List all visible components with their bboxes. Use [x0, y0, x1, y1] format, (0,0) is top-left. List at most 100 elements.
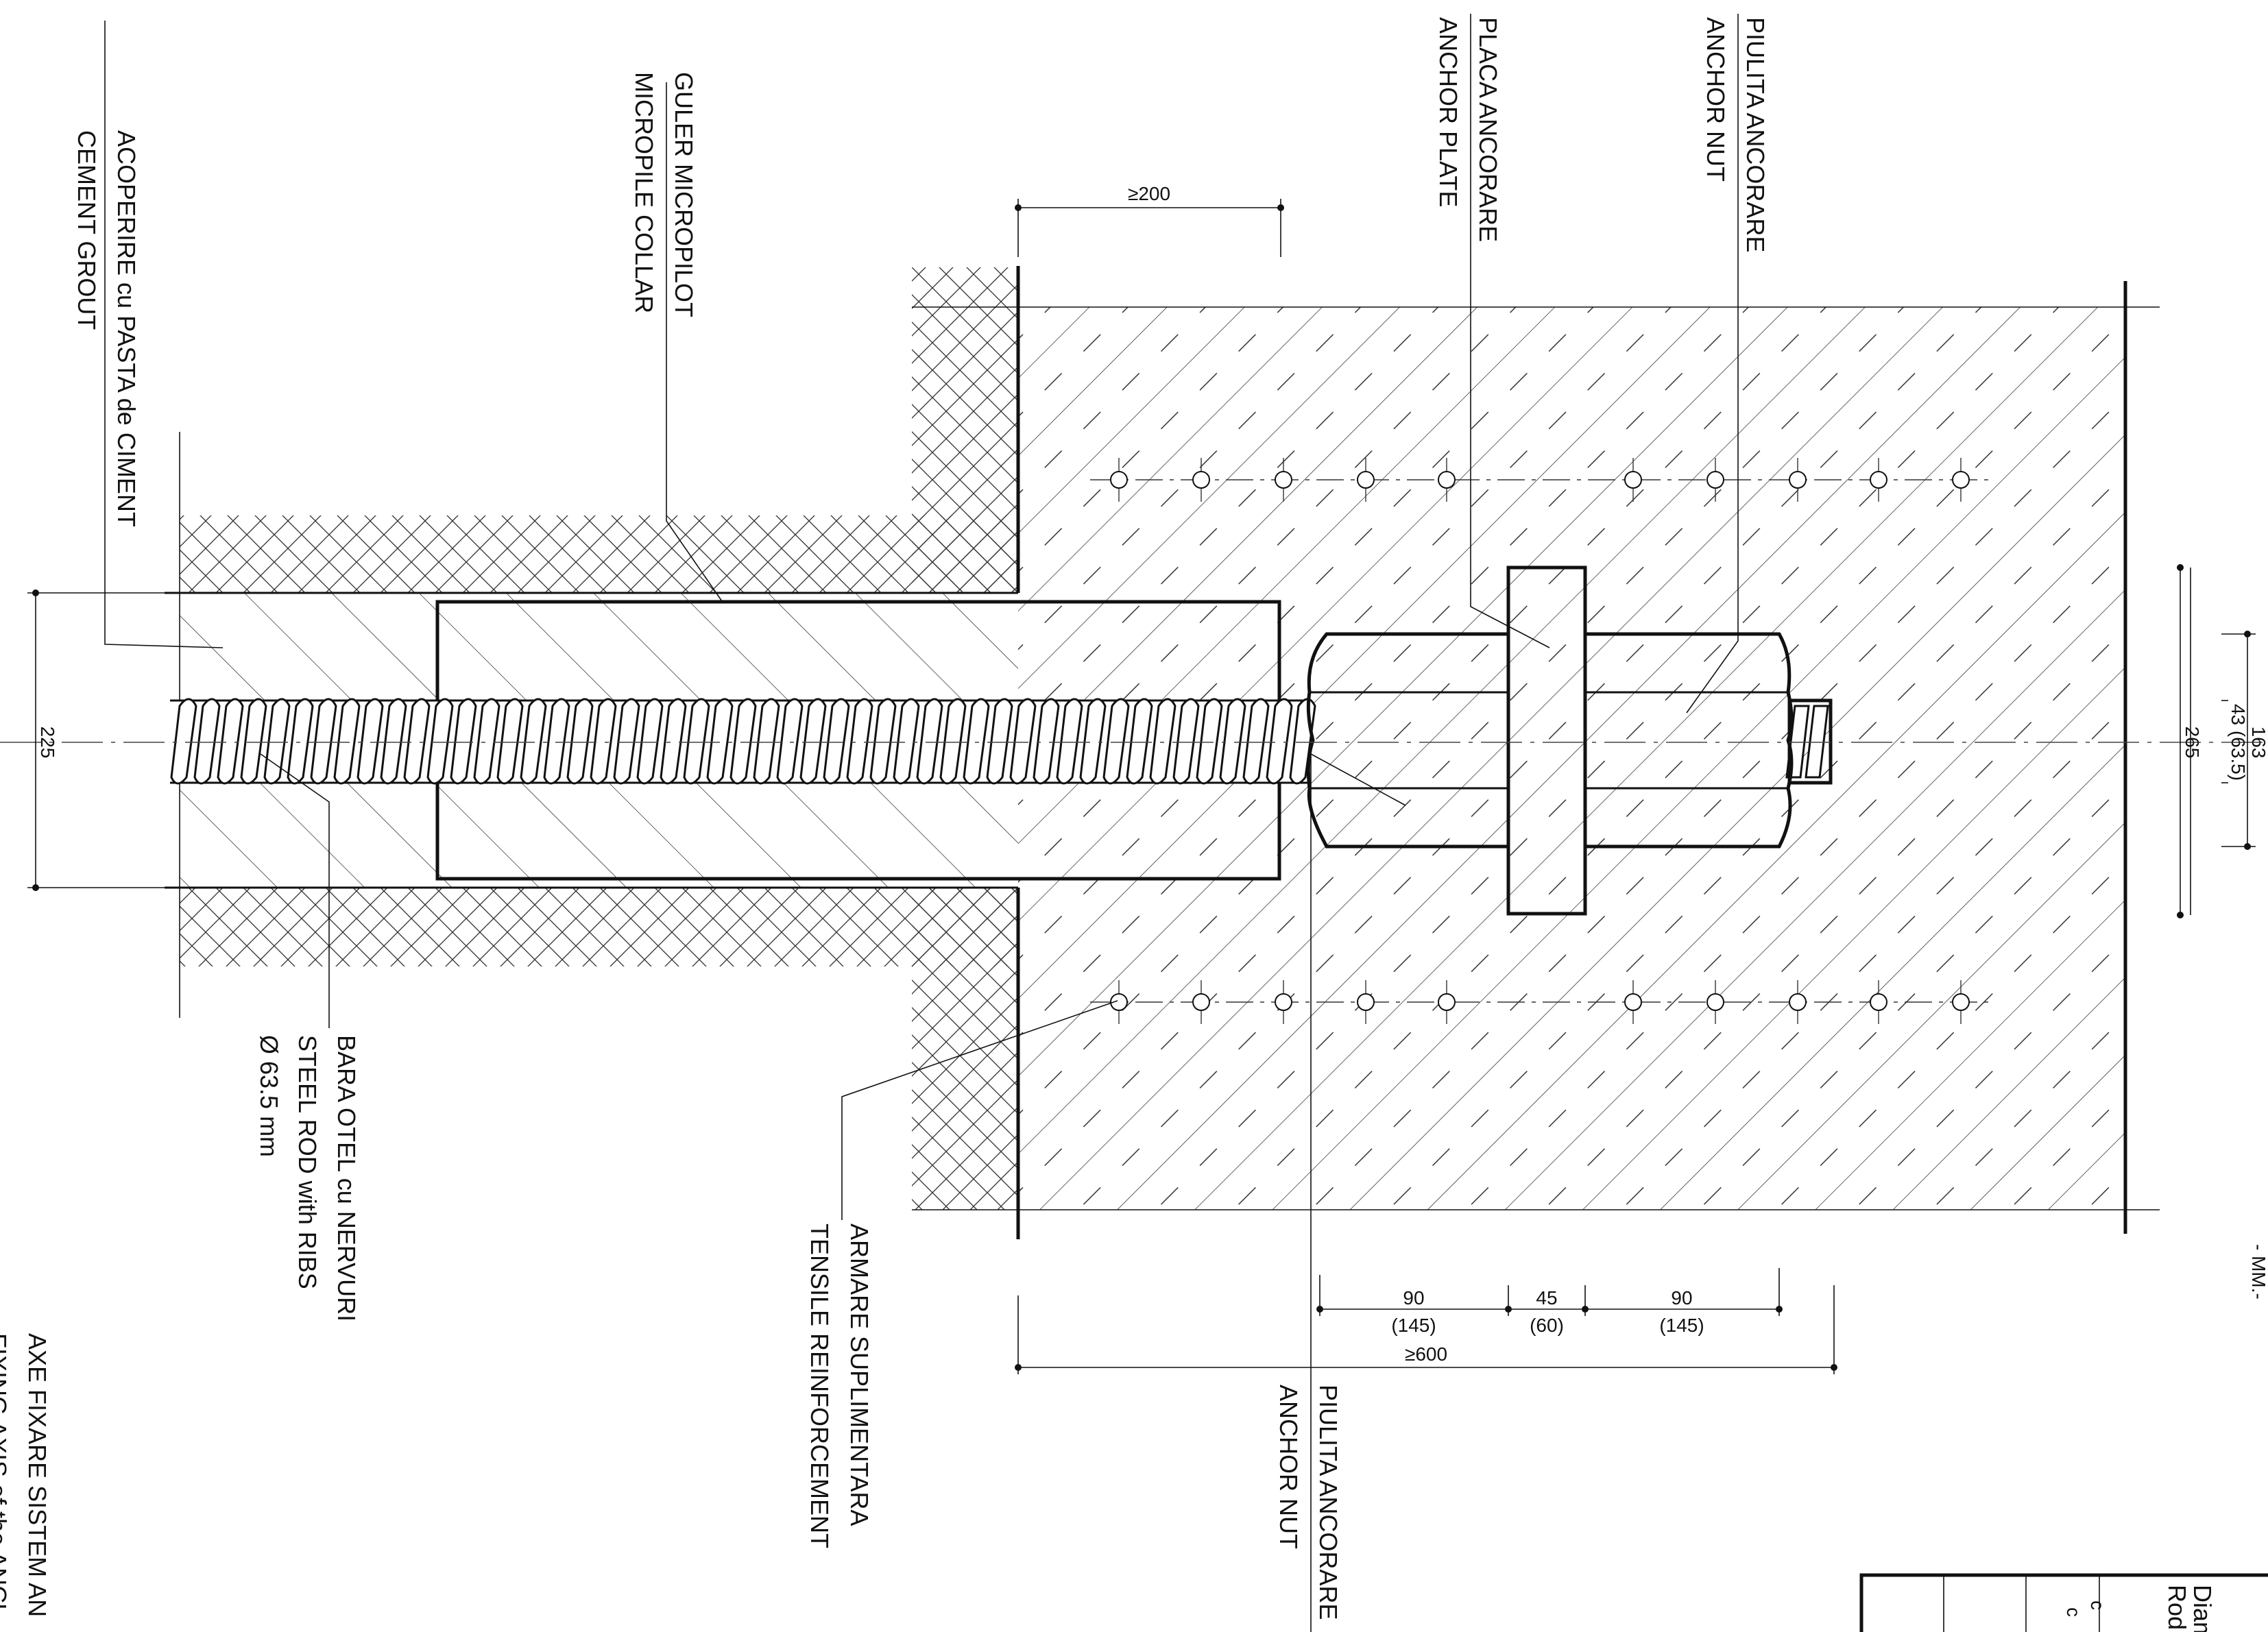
label-units: - MM.- — [2248, 1244, 2268, 1300]
rod-rib — [893, 698, 920, 785]
rod-rib — [1219, 698, 1246, 785]
rod-rib — [1079, 698, 1107, 785]
label-steel-rod-en: STEEL ROD with RIBS — [293, 1035, 322, 1289]
label-cement-grout-en: CEMENT GROUT — [73, 130, 101, 330]
rod-rib — [543, 698, 570, 785]
reinforcement-bar — [1192, 471, 1210, 489]
reinforcement-bar — [1952, 993, 1970, 1011]
rod-rib — [1033, 698, 1060, 785]
label-fixing-axis-ro: AXE FIXARE SISTEM AN — [23, 1333, 51, 1617]
reinforcement-bar — [1789, 993, 1807, 1011]
label-anchor-plate-ro: PLACA ANCORARE — [1474, 17, 1502, 242]
rod-rib — [1242, 698, 1270, 785]
reinforcement-bar — [1706, 993, 1724, 1011]
rod-rib — [520, 698, 547, 785]
dim-265: 265 — [2182, 727, 2203, 759]
rod-rib — [287, 698, 314, 785]
label-fixing-axis-en: FIXING AXIS of the ANCL — [0, 1333, 12, 1617]
reinforcement-bar — [1438, 471, 1456, 489]
rod-rib — [1149, 698, 1177, 785]
rod-rib — [217, 698, 244, 785]
tensile-reinforcement — [1090, 458, 1988, 1024]
rod-rib — [357, 698, 384, 785]
rod-rib — [846, 698, 873, 785]
rod-rib — [1266, 698, 1293, 785]
rod-rib — [799, 698, 827, 785]
rod-rib — [496, 698, 524, 785]
rod-rib — [1172, 698, 1200, 785]
rod-rib — [403, 698, 431, 785]
label-anchor-plate-en: ANCHOR PLATE — [1434, 17, 1462, 207]
rod-rib — [683, 698, 710, 785]
label-reinforcement-ro: ARMARE SUPLIMENTARA — [845, 1223, 873, 1526]
rod-rib — [776, 698, 804, 785]
table-header-1: Diam — [2188, 1585, 2217, 1632]
rod-rib — [916, 698, 943, 785]
rod-rib — [380, 698, 407, 785]
table-header-2: Rod — [2163, 1585, 2191, 1630]
reinforcement-bar — [1438, 993, 1456, 1011]
rod-rib — [660, 698, 687, 785]
table-cell-1: c — [2087, 1600, 2108, 1610]
rod-rib — [706, 698, 734, 785]
dim-90a: 90 — [1403, 1287, 1424, 1308]
rod-rib — [613, 698, 640, 785]
rod-rib — [263, 698, 291, 785]
reinforcement-bar — [1275, 471, 1292, 489]
soil-hatch — [180, 267, 1018, 1210]
rod-rib — [729, 698, 757, 785]
rod-rib — [1102, 698, 1130, 785]
reinforcement-bar — [1275, 993, 1292, 1011]
label-steel-rod-dia: Ø 63.5 mm — [255, 1035, 283, 1157]
rod-rib — [986, 698, 1013, 785]
rod-rib — [193, 698, 221, 785]
label-anchor-nut-top-en: ANCHOR NUT — [1702, 17, 1730, 182]
dim-45-alt: (60) — [1530, 1315, 1564, 1336]
reinforcement-bar — [1624, 993, 1642, 1011]
rod-rib — [636, 698, 664, 785]
rod-rib — [823, 698, 850, 785]
reinforcement-bar — [1624, 471, 1642, 489]
rod-rib — [1126, 698, 1153, 785]
rod-rib — [1009, 698, 1037, 785]
reinforcement-bar — [1357, 471, 1375, 489]
dimension-dots — [32, 204, 2251, 1371]
dim-43: 43 (63.5) — [2228, 704, 2249, 781]
rod-rib — [333, 698, 361, 785]
reinforcement-bar — [1952, 471, 1970, 489]
rod-rib — [1805, 705, 1829, 779]
reinforcement-bar — [1110, 471, 1128, 489]
dim-90b: 90 — [1671, 1287, 1692, 1308]
rod-rib — [426, 698, 454, 785]
label-anchor-nut-top-ro: PIULITA ANCORARE — [1741, 17, 1770, 252]
rod-rib — [450, 698, 477, 785]
rod-rib — [1196, 698, 1223, 785]
dim-45: 45 — [1536, 1287, 1557, 1308]
rod-rib — [869, 698, 897, 785]
label-anchor-nut-bottom-en: ANCHOR NUT — [1275, 1385, 1303, 1549]
rod-rib — [170, 698, 197, 785]
reinforcement-bar — [1789, 471, 1807, 489]
label-collar-ro: GULER MICROPILOT — [670, 72, 698, 317]
reinforcement-bar — [1192, 993, 1210, 1011]
rod-rib — [1056, 698, 1083, 785]
label-reinforcement-en: TENSILE REINFORCEMENT — [806, 1223, 834, 1548]
steel-rod — [170, 698, 1833, 785]
rod-rib — [753, 698, 780, 785]
label-cement-grout-ro: ACOPERIRE cu PASTA de CIMENT — [112, 130, 141, 527]
dim-total-min: ≥600 — [1405, 1343, 1447, 1365]
rod-rib — [963, 698, 990, 785]
rod-rib — [590, 698, 617, 785]
rod-rib — [473, 698, 500, 785]
rod-rib — [310, 698, 337, 785]
anchor-nut-right — [1583, 632, 1794, 849]
title-block: Diam Rod c c — [1859, 1573, 2268, 1632]
label-anchor-nut-bottom-ro: PIULITA ANCORARE — [1314, 1385, 1342, 1620]
reinforcement-bar — [1357, 993, 1375, 1011]
reinforcement-bar — [1870, 471, 1887, 489]
dim-collar-min: ≥200 — [1128, 183, 1170, 204]
dimension-lines — [27, 199, 2256, 1374]
rod-rib — [240, 698, 267, 785]
reinforcement-bar — [1870, 993, 1887, 1011]
rod-rib — [939, 698, 967, 785]
